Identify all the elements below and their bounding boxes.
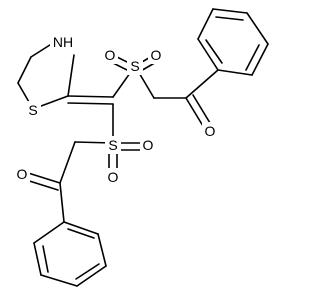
bond-lower-phenyl-3-inner — [75, 263, 100, 280]
atom-label-o-sulfonyl-upper-right: O — [151, 47, 162, 63]
structure-canvas: NH S O S O O S O O O — [14, 8, 269, 287]
atom-label-layer: NH S O S O O S O O O — [14, 33, 218, 186]
bond-nh-c1 — [30, 42, 54, 58]
bond-upper-phenyl-2-inner — [245, 44, 260, 71]
atom-label-s-ring: S — [28, 102, 37, 118]
bond-upper-phenyl-4 — [212, 8, 248, 14]
bond-c1-c2 — [17, 56, 32, 84]
bond-upper-phenyl-2 — [251, 43, 269, 76]
bond-lower-phenyl-5 — [33, 242, 42, 276]
atom-label-o-carbonyl-upper: O — [205, 123, 216, 139]
bond-lower-phenyl-1 — [63, 221, 99, 235]
bond-upper-carbonyl-ring — [185, 69, 219, 99]
bond-upper-phenyl-4-inner — [215, 16, 244, 21]
bond-upper-phenyl-5 — [197, 8, 214, 40]
bond-lower-phenyl-4 — [40, 274, 78, 287]
bond-lower-carbonyl-o — [24, 171, 61, 184]
bond-c-ring-nh — [67, 54, 75, 97]
bond-lower-phenyl-6 — [33, 221, 65, 244]
atom-label-o-sulfonyl-lower-bottom: O — [108, 169, 119, 185]
atom-label-o-sulfonyl-lower-right: O — [143, 137, 154, 153]
atom-label-o-sulfonyl-upper-left: O — [105, 47, 116, 63]
atom-label-o-carbonyl-lower: O — [17, 166, 28, 182]
bond-lower-phenyl-3 — [76, 265, 107, 287]
bond-lower-phenyl-1-inner — [67, 228, 95, 239]
bond-exocyclic-double-2 — [67, 102, 114, 105]
bond-upper-phenyl-6-inner — [205, 39, 223, 64]
bond-upper-phenyl-3 — [246, 12, 269, 45]
atom-label-nh: NH — [53, 34, 73, 50]
bond-lower-carbonyl-ring — [59, 182, 65, 223]
atom-label-s-sulfonyl-upper: S — [130, 58, 139, 74]
atom-label-s-sulfonyl-lower: S — [108, 137, 117, 153]
bond-lower-ch2-carbonyl — [59, 141, 76, 184]
bond-upper-carbonyl-o — [185, 97, 204, 127]
chemical-structure-diagram: NH S O S O O S O O O — [14, 8, 269, 287]
bond-lower-phenyl-5-inner — [42, 245, 49, 273]
bond-exocyclic-double-1 — [67, 95, 114, 98]
bond-upper-carbonyl-o-2 — [192, 94, 211, 124]
bond-upper-phenyl-1 — [217, 69, 253, 76]
bond-lower-phenyl-2 — [97, 233, 107, 267]
bond-upper-phenyl-6 — [197, 38, 219, 71]
